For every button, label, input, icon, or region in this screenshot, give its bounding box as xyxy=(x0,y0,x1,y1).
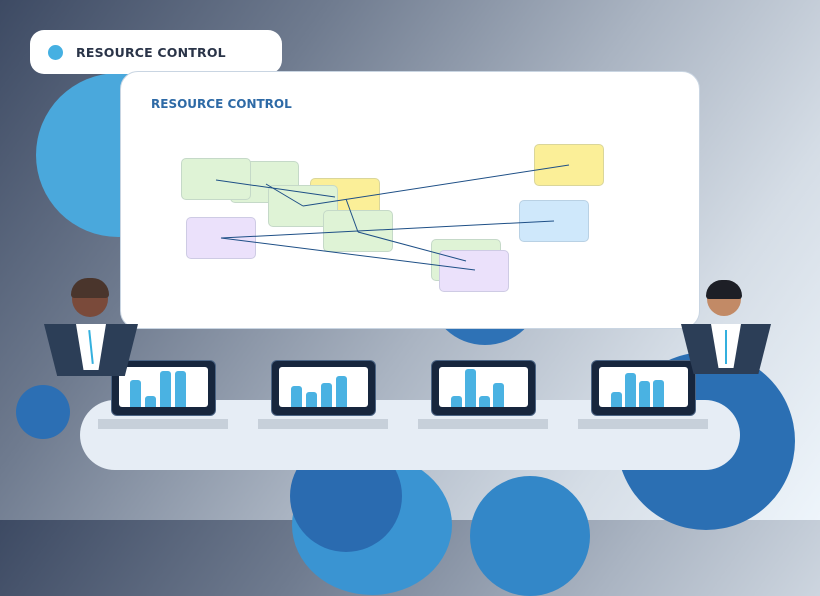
chart-bar xyxy=(130,380,141,407)
chart-bar xyxy=(306,392,317,407)
network-link xyxy=(345,198,359,233)
network-link xyxy=(220,220,555,239)
network-link xyxy=(215,179,336,198)
background-circle xyxy=(470,476,590,596)
person-right xyxy=(681,280,771,374)
laptop-screen xyxy=(279,367,368,407)
desk-shelf xyxy=(578,419,708,429)
network-link xyxy=(265,183,304,207)
chart-bar xyxy=(175,371,186,407)
desk-shelf xyxy=(418,419,548,429)
network-node xyxy=(181,158,251,200)
chart-bar xyxy=(451,396,462,407)
chart-bar xyxy=(653,380,664,407)
network-link xyxy=(302,164,570,207)
laptop xyxy=(431,360,536,416)
laptop xyxy=(591,360,696,416)
chart-bar xyxy=(479,396,490,407)
laptop-screen xyxy=(599,367,688,407)
person-left xyxy=(44,278,138,376)
chart-bar xyxy=(493,383,504,407)
network-links xyxy=(215,164,570,271)
background-circle xyxy=(16,385,70,439)
person-tie xyxy=(725,330,727,364)
chart-bar xyxy=(321,383,332,407)
laptop xyxy=(111,360,216,416)
whiteboard-panel: RESOURCE CONTROL xyxy=(120,71,700,329)
desk-shelf xyxy=(98,419,228,429)
laptop-screen xyxy=(119,367,208,407)
person-hair xyxy=(71,278,109,298)
chart-bar xyxy=(336,376,347,407)
chart-bar xyxy=(465,369,476,407)
header-title: RESOURCE CONTROL xyxy=(76,44,226,60)
chart-bar xyxy=(291,386,302,407)
chart-bar xyxy=(639,381,650,407)
chart-bar xyxy=(145,396,156,407)
chart-bar xyxy=(160,371,171,407)
desk-shelf xyxy=(258,419,388,429)
network-link xyxy=(220,237,476,271)
laptop xyxy=(271,360,376,416)
chart-bar xyxy=(611,392,622,407)
laptop-screen xyxy=(439,367,528,407)
header-pill: RESOURCE CONTROL xyxy=(30,30,282,74)
chart-bar xyxy=(625,373,636,407)
person-hair xyxy=(706,280,742,299)
status-dot-icon xyxy=(48,44,63,60)
network-link xyxy=(357,231,467,262)
board-title: RESOURCE CONTROL xyxy=(151,97,292,111)
